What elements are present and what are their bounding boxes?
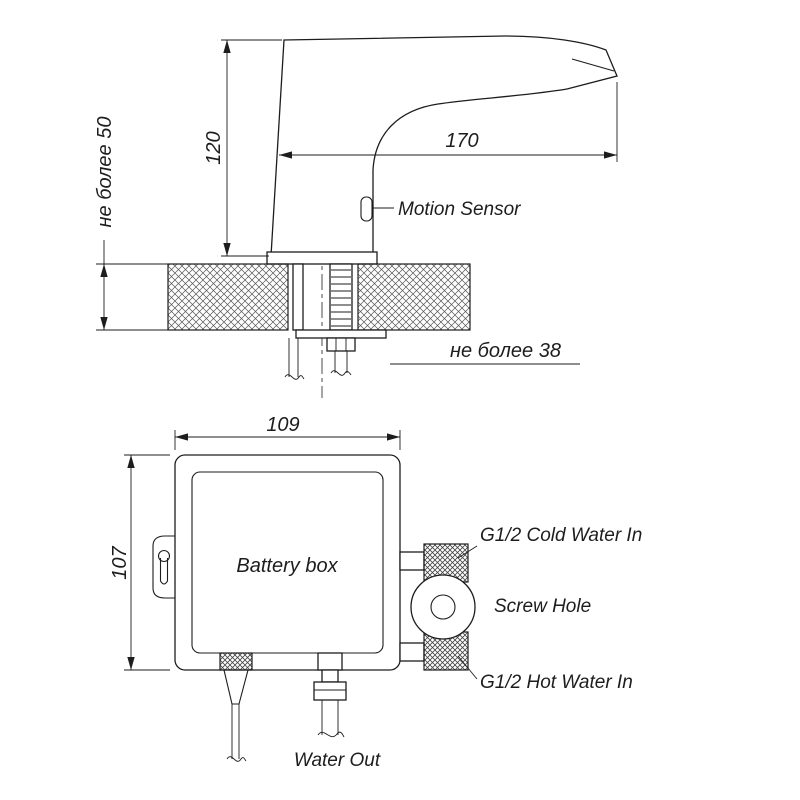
supply-hose-break	[330, 370, 352, 376]
cold-water-label: G1/2 Cold Water In	[480, 525, 642, 546]
keyhole-circle	[157, 549, 171, 563]
hot-water-label: G1/2 Hot Water In	[480, 672, 633, 693]
motion-sensor-label: Motion Sensor	[398, 199, 521, 220]
dim-spout-reach: 170	[279, 82, 618, 162]
valve-stub-bottom	[399, 642, 425, 662]
cable-break	[226, 756, 247, 762]
mounting-nut	[326, 337, 356, 352]
battery-box-label: Battery box	[236, 555, 338, 577]
dim-box-height-value: 107	[109, 545, 131, 579]
cable-tube	[231, 704, 240, 759]
outlet-stub	[317, 652, 343, 671]
label-cold-water-in: G1/2 Cold Water In	[457, 525, 642, 559]
cable-taper	[223, 669, 249, 705]
dim-spout-reach-value: 170	[445, 130, 478, 152]
control-box-view: Battery box 109 107	[109, 414, 642, 771]
dim-body-height-value: 120	[203, 131, 225, 164]
outlet-tube	[321, 700, 339, 735]
mounting-ear	[152, 535, 175, 599]
label-leader-line	[457, 655, 478, 680]
note-mounting-hole: не более 38	[390, 340, 580, 365]
outlet-fitting	[313, 681, 347, 701]
valve-stub-top	[399, 551, 425, 571]
label-leader-line	[457, 545, 478, 559]
sensor-cable-break	[284, 374, 305, 380]
motion-sensor-window	[360, 196, 373, 222]
mounting-plate	[295, 329, 387, 339]
screw-hole-circle	[430, 594, 456, 620]
dim-counter-thickness: не более 50	[94, 117, 168, 331]
supply-hose	[334, 351, 348, 373]
countertop-right-section	[357, 263, 471, 331]
dim-counter-thickness-value: не более 50	[94, 117, 116, 228]
battery-box-inner	[191, 471, 384, 654]
dim-box-height: 107	[109, 454, 170, 671]
shank-threads	[331, 269, 351, 327]
label-hot-water-in: G1/2 Hot Water In	[457, 655, 633, 693]
dim-body-height: 120	[203, 39, 282, 257]
screw-hole-label: Screw Hole	[494, 596, 591, 617]
sensor-cable	[288, 338, 299, 377]
dim-box-width: 109	[174, 414, 401, 450]
countertop-left-section	[167, 263, 289, 331]
screw-boss	[410, 574, 476, 640]
faucet-outline	[270, 35, 618, 257]
spout-tip-detail	[571, 58, 615, 72]
positioning-rod	[292, 263, 304, 331]
faucet-view: 170 120 не более 50 не более 38 Motion S…	[94, 35, 618, 398]
base-flange	[266, 251, 378, 265]
note-mounting-hole-value: не более 38	[450, 340, 561, 362]
outlet-break	[317, 731, 345, 738]
mounting-shank	[329, 263, 353, 331]
keyhole-slot	[159, 558, 169, 585]
outlet-neck	[321, 669, 339, 683]
water-out-label: Water Out	[294, 750, 381, 771]
mounting-nut-facets	[335, 338, 347, 351]
label-motion-sensor: Motion Sensor	[373, 199, 521, 220]
cable-gland	[219, 652, 253, 671]
dim-box-width-value: 109	[266, 414, 299, 436]
